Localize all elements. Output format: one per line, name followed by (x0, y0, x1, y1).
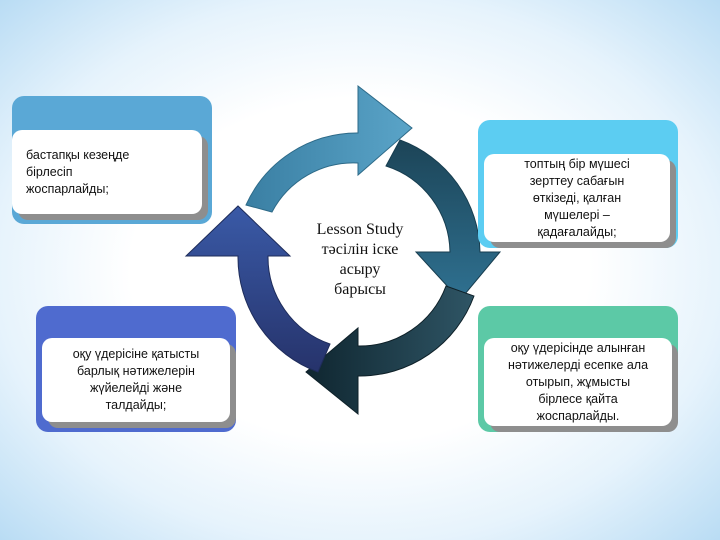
step-text: оқу үдерісінде алынған нәтижелерді есепк… (484, 338, 672, 426)
step-text: оқу үдерісіне қатысты барлық нәтижелерін… (42, 338, 230, 422)
cycle-arrow-left (184, 205, 331, 373)
step-card-top-left: бастапқы кезеңде бірлесіп жоспарлайды; (12, 96, 212, 224)
step-card-top-right: топтың бір мүшесі зерттеу сабағын өткізе… (478, 120, 678, 248)
step-card-bottom-right: оқу үдерісінде алынған нәтижелерді есепк… (478, 306, 678, 432)
center-label: Lesson Study тәсілін іске асыру барысы (316, 221, 404, 298)
cycle-arrow-top (245, 84, 413, 213)
step-card-bottom-left: оқу үдерісіне қатысты барлық нәтижелерін… (36, 306, 236, 432)
cycle-arrow-bottom (305, 285, 475, 416)
step-text: топтың бір мүшесі зерттеу сабағын өткізе… (484, 154, 670, 242)
step-text: бастапқы кезеңде бірлесіп жоспарлайды; (12, 130, 202, 214)
